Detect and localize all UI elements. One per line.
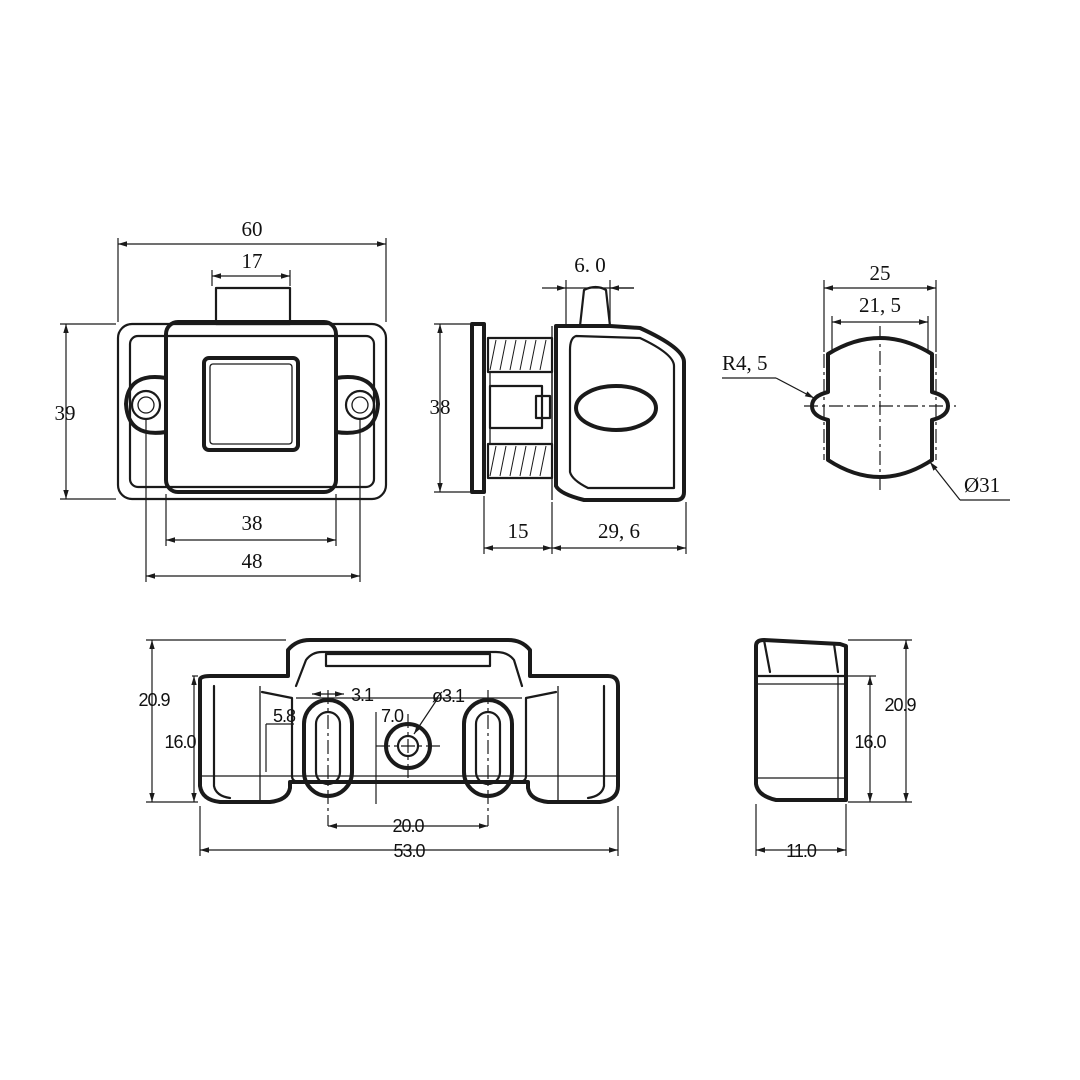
latch-front-view: 60 17 39 38 48 bbox=[55, 217, 388, 582]
dim-strike-inner-height: 16.0 bbox=[164, 732, 196, 752]
dim-hole-spacing: 48 bbox=[242, 549, 263, 573]
dim-inner-width: 38 bbox=[242, 511, 263, 535]
dim-slot-spacing: 20.0 bbox=[392, 816, 424, 836]
flange-inner bbox=[128, 334, 376, 489]
hole-right-icon bbox=[344, 389, 376, 421]
dim-tab: 6. 0 bbox=[574, 253, 606, 277]
strike-side-body bbox=[754, 638, 848, 802]
dim-knob: 17 bbox=[242, 249, 263, 273]
hole-left-icon bbox=[130, 389, 162, 421]
dim-strike-height: 20.9 bbox=[138, 690, 170, 710]
dim-side-inner-height: 16.0 bbox=[854, 732, 886, 752]
dim-diameter: Ø31 bbox=[964, 473, 1000, 497]
center-pin bbox=[488, 384, 544, 430]
dim-strike-width: 53.0 bbox=[393, 841, 425, 861]
dim-cutout-inner: 21, 5 bbox=[859, 293, 901, 317]
dim-height: 39 bbox=[55, 401, 76, 425]
oval-window bbox=[574, 384, 658, 432]
housing-body bbox=[554, 324, 686, 502]
dim-side-depth: 11.0 bbox=[786, 841, 817, 861]
dim-body-depth: 29, 6 bbox=[598, 519, 640, 543]
dim-side-overall-height: 20.9 bbox=[884, 695, 916, 715]
latch-side-view: 38 6. 0 15 29, 6 bbox=[430, 253, 687, 554]
dim-hole-diameter: ø3.1 bbox=[432, 686, 465, 706]
dim-cutout-outer: 25 bbox=[870, 261, 891, 285]
ear-right bbox=[335, 375, 380, 435]
ear-left bbox=[124, 375, 167, 435]
tab bbox=[578, 285, 612, 328]
dim-side-height: 38 bbox=[430, 395, 451, 419]
knob-outline bbox=[214, 286, 292, 326]
push-button bbox=[202, 356, 300, 452]
cutout-profile-view: 25 21, 5 R4, 5 Ø31 bbox=[722, 261, 1010, 501]
strike-body bbox=[198, 638, 620, 804]
dim-slot-offset: 5.8 bbox=[273, 706, 296, 726]
strike-side-view: 20.9 16.0 11.0 bbox=[754, 638, 917, 861]
latch-body bbox=[164, 320, 338, 494]
dim-width: 60 bbox=[242, 217, 263, 241]
base-plate bbox=[470, 322, 486, 494]
dim-radius: R4, 5 bbox=[722, 351, 768, 375]
dim-base-depth: 15 bbox=[508, 519, 529, 543]
dim-hole-offset: 7.0 bbox=[381, 706, 404, 726]
strike-front-view: 20.9 16.0 3.1 5.8 7.0 ø3.1 20.0 53.0 bbox=[138, 638, 620, 861]
dim-slot-width: 3.1 bbox=[351, 685, 374, 705]
